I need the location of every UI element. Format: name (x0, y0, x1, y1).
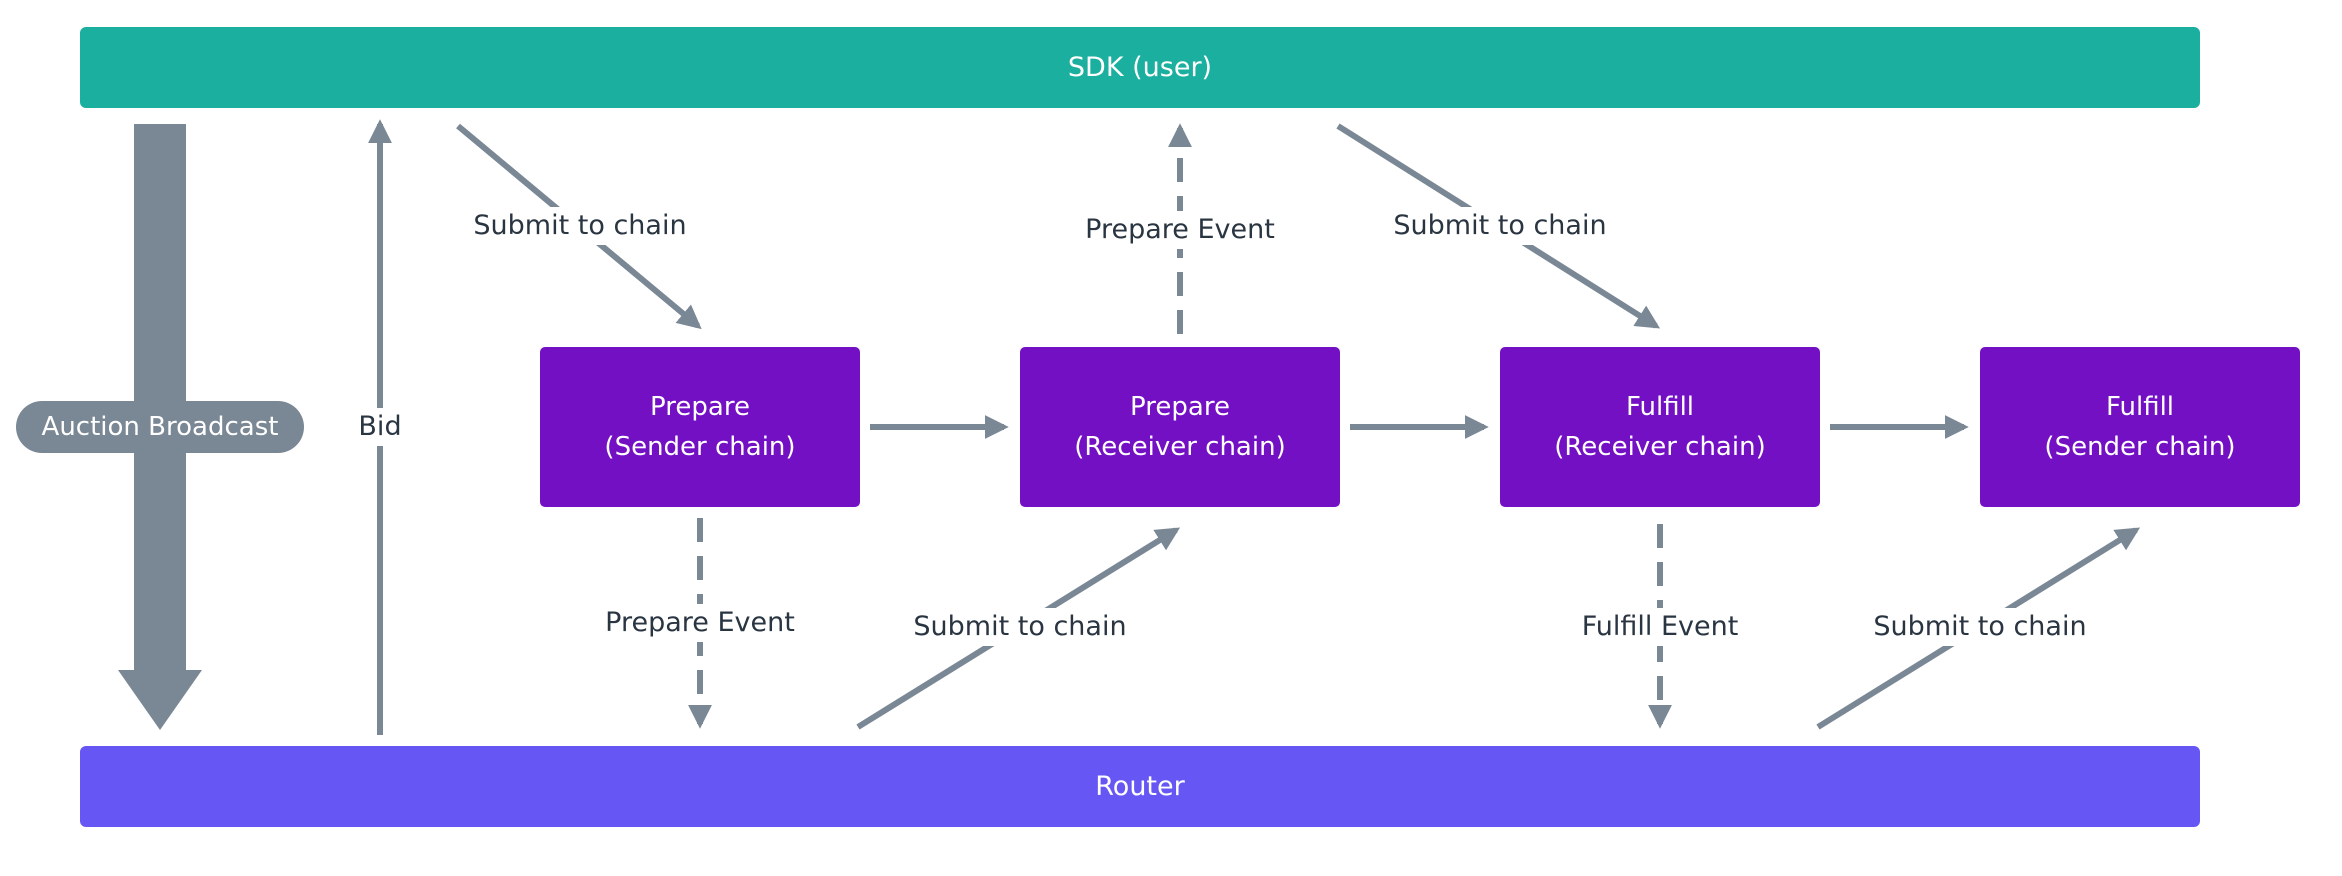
auction-arrow-head (118, 670, 202, 730)
edge-label-fulfill-event: Fulfill Event (1573, 608, 1747, 646)
step-fulfill-sender: Fulfill (Sender chain) (1980, 347, 2300, 507)
step-title: Prepare (650, 392, 750, 422)
sdk-label: SDK (user) (1067, 52, 1213, 83)
auction-broadcast-pill: Auction Broadcast (16, 401, 304, 453)
auction-arrow-shaft (134, 124, 186, 672)
step-prepare-receiver: Prepare (Receiver chain) (1020, 347, 1340, 507)
router-label: Router (1095, 771, 1185, 802)
edge-label-submit-2: Submit to chain (905, 608, 1135, 646)
step-subtitle: (Receiver chain) (1554, 432, 1766, 462)
step-title: Fulfill (1625, 392, 1695, 422)
edge-label-prepare-event-2: Prepare Event (1077, 211, 1283, 249)
sdk-bar: SDK (user) (80, 27, 2200, 108)
step-subtitle: (Sender chain) (2044, 432, 2236, 462)
auction-broadcast-label: Auction Broadcast (41, 412, 279, 442)
step-prepare-sender: Prepare (Sender chain) (540, 347, 860, 507)
edge-label-prepare-event-1: Prepare Event (597, 604, 803, 642)
step-title: Prepare (1130, 392, 1230, 422)
step-title: Fulfill (2105, 392, 2175, 422)
edge-label-submit-4: Submit to chain (1865, 608, 2095, 646)
bid-label: Bid (350, 408, 410, 446)
edge-label-submit-3: Submit to chain (1385, 207, 1615, 245)
step-subtitle: (Sender chain) (604, 432, 796, 462)
edge-label-submit-1: Submit to chain (465, 207, 695, 245)
router-bar: Router (80, 746, 2200, 827)
step-subtitle: (Receiver chain) (1074, 432, 1286, 462)
step-fulfill-receiver: Fulfill (Receiver chain) (1500, 347, 1820, 507)
